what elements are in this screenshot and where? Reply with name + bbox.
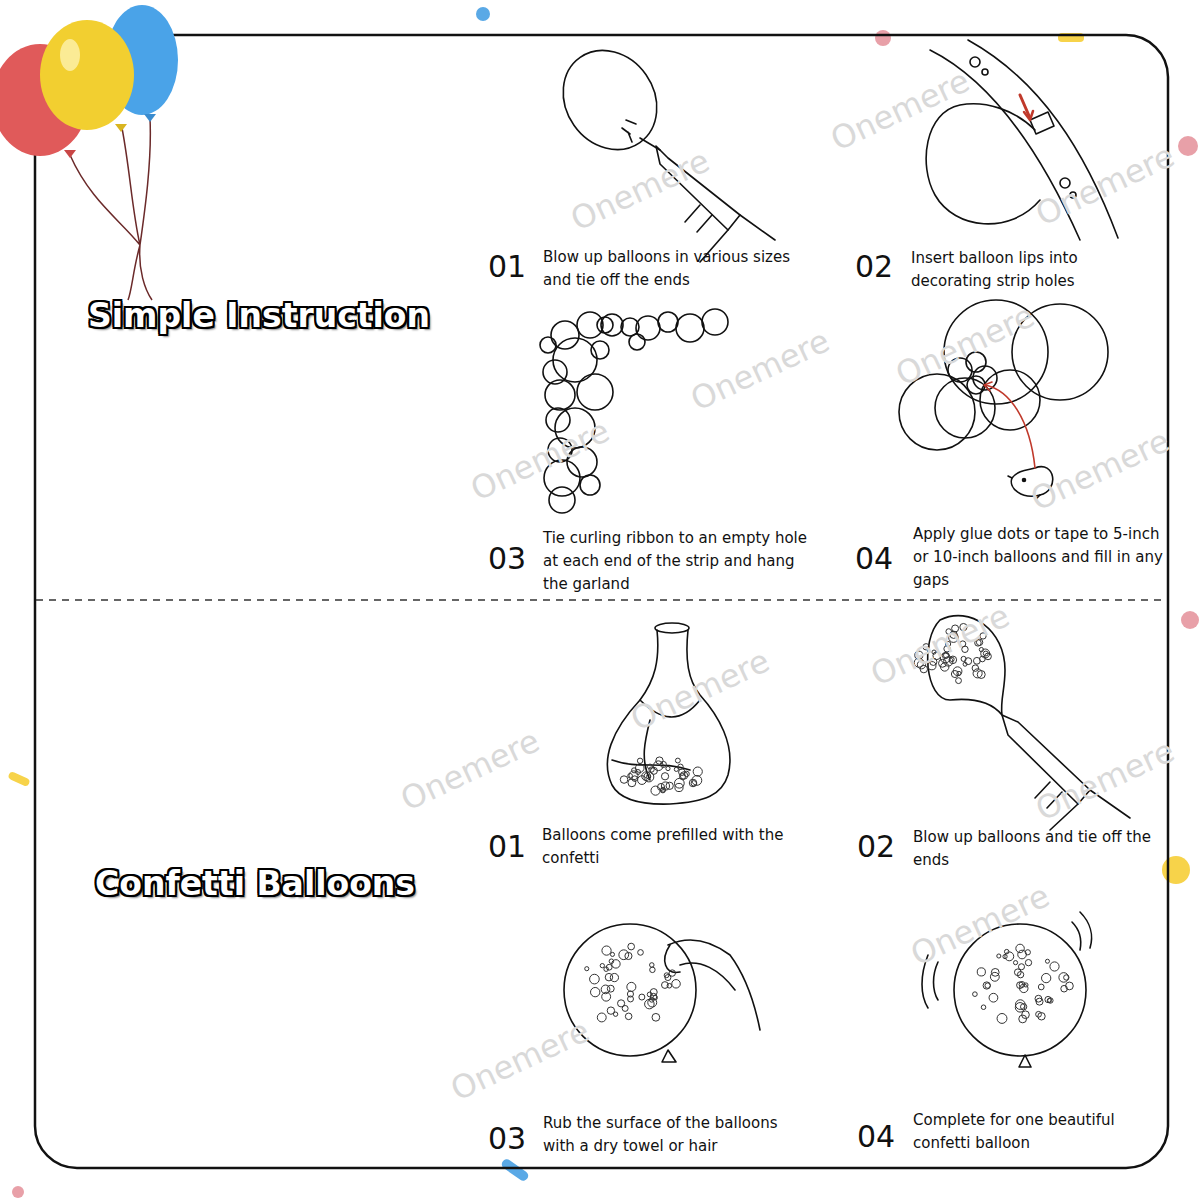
step-number: 02 (855, 250, 893, 284)
step-number: 04 (857, 1120, 895, 1154)
step-number: 03 (488, 542, 526, 576)
step-text: Tie curling ribbon to an empty hole at e… (543, 527, 808, 596)
watermark: Onemere (565, 141, 715, 238)
frame (35, 35, 1168, 1168)
balloon-pump (544, 32, 775, 262)
step-number: 01 (488, 250, 526, 284)
step-text: Insert balloon lips into decorating stri… (911, 247, 1161, 293)
section-heading: Simple Instruction (88, 296, 430, 335)
confetti-dots (585, 623, 1074, 1023)
step-number: 03 (488, 1122, 526, 1156)
balloon-bunch (0, 5, 178, 300)
watermark: Onemere (395, 721, 545, 818)
watermark: Onemere (865, 596, 1015, 693)
watermark: Onemere (1025, 421, 1175, 518)
watermark: Onemere (685, 321, 835, 418)
step-text: Apply glue dots or tape to 5-inch or 10-… (913, 523, 1163, 592)
section-heading: Confetti Balloons (95, 864, 415, 903)
step-text: Rub the surface of the balloons with a d… (543, 1112, 808, 1158)
confetti (7, 7, 1199, 1198)
step-number: 04 (855, 542, 893, 576)
step-text: Blow up balloons and tie off the ends (913, 826, 1163, 872)
step-number: 01 (488, 830, 526, 864)
watermark: Onemere (1030, 731, 1180, 828)
step-number: 02 (857, 830, 895, 864)
step-text: Complete for one beautiful confetti ball… (913, 1109, 1163, 1155)
watermark: Onemere (445, 1011, 595, 1108)
step-text: Blow up balloons in various sizes and ti… (543, 246, 808, 292)
step-text: Balloons come prefilled with the confett… (542, 824, 807, 870)
watermark: Onemere (825, 61, 975, 158)
